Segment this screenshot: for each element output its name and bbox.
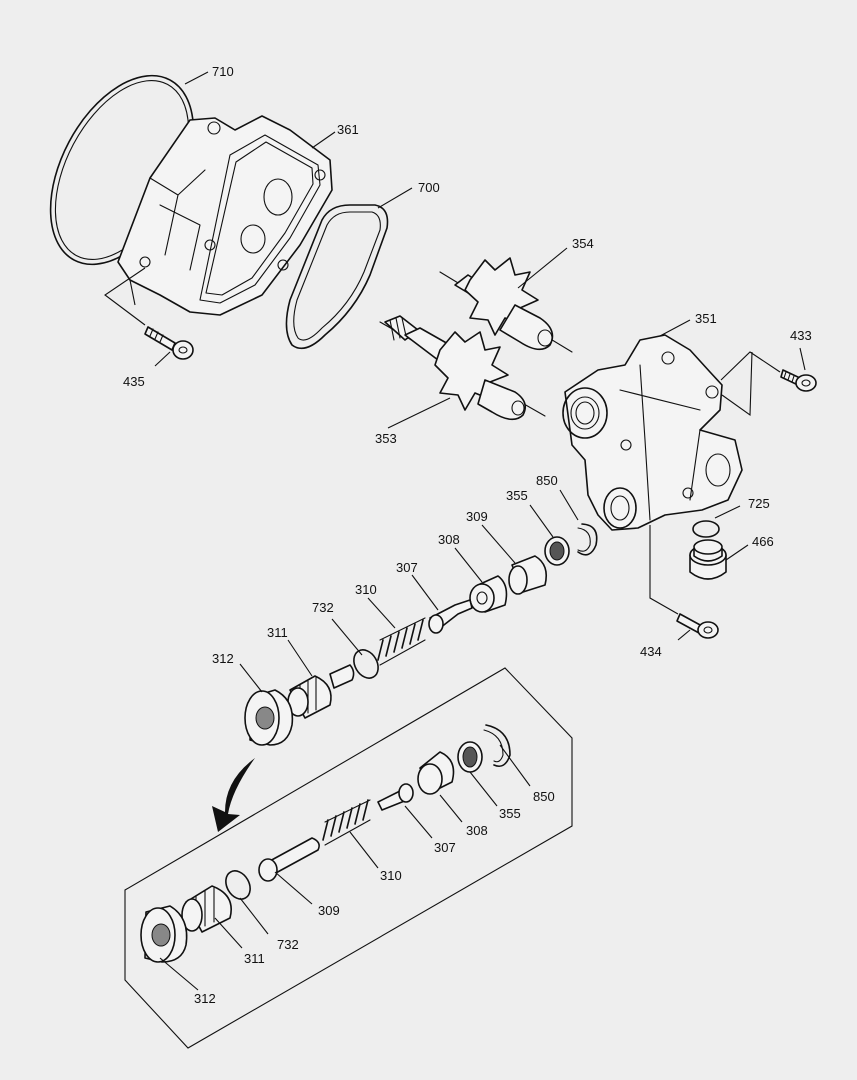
part-355-filter-detail [457,741,483,773]
part-434-bolt [676,613,719,639]
part-311-retainer-upper [287,664,355,719]
part-354-gear [439,257,573,353]
part-700-gasket [285,204,389,350]
label-312: 312 [212,651,234,666]
part-725-o-ring [692,520,720,538]
part-355-filter-upper [544,536,570,566]
part-307-plunger-detail [377,783,414,811]
part-732-o-ring-detail [225,870,251,900]
label-354: 354 [572,236,594,251]
detail-label-308: 308 [466,823,488,838]
part-435-bolt [144,326,194,360]
label-355: 355 [506,488,528,503]
label-308: 308 [438,532,460,547]
label-353: 353 [375,431,397,446]
label-310: 310 [355,582,377,597]
part-312-nut-upper [244,689,294,746]
part-310-spring-upper [377,617,426,666]
part-850-snap-ring-detail [483,724,511,768]
label-850: 850 [536,473,558,488]
detail-box [124,667,573,1049]
label-435: 435 [123,374,145,389]
label-700: 700 [418,180,440,195]
detail-label-311: 311 [244,951,265,966]
part-732-o-ring-upper [353,649,379,679]
part-310-spring-detail [322,799,371,846]
label-361: 361 [337,122,359,137]
part-311-retainer-detail [181,885,232,933]
part-351-pump-body [562,334,743,531]
part-353-drive-gear [379,315,546,421]
part-466-plug [689,539,727,580]
detail-label-850: 850 [533,789,555,804]
label-725: 725 [748,496,770,511]
label-351: 351 [695,311,717,326]
label-433: 433 [790,328,812,343]
label-710: 710 [212,64,234,79]
detail-label-310: 310 [380,868,402,883]
leader-lines [154,71,806,991]
part-307-plunger-upper [428,599,473,634]
part-labels: 710 361 700 354 351 433 435 353 850 355 … [123,64,812,1006]
detail-label-309: 309 [318,903,340,918]
label-466: 466 [752,534,774,549]
label-309: 309 [466,509,488,524]
label-732: 732 [312,600,334,615]
part-361-cover [117,115,333,316]
detail-label-732: 732 [277,937,299,952]
part-309-sleeve-detail [258,837,320,882]
detail-label-312: 312 [194,991,216,1006]
part-433-bolt [780,369,817,392]
label-311: 311 [267,625,288,640]
detail-label-355: 355 [499,806,521,821]
label-307: 307 [396,560,418,575]
part-309-sleeve-upper [508,555,548,595]
part-308-valve-upper [469,575,508,613]
detail-label-307: 307 [434,840,456,855]
label-434: 434 [640,644,662,659]
part-312-nut-detail [140,905,188,963]
part-850-snap-ring-upper [577,523,598,556]
detail-arrow-icon [212,758,255,832]
part-308-valve-detail [417,751,455,795]
